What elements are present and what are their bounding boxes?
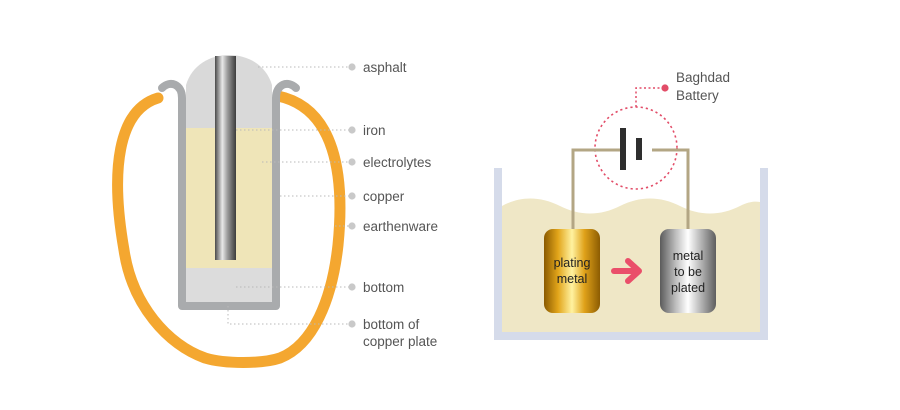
plating-metal-label-line2: metal <box>557 272 588 286</box>
leader-dot <box>348 320 356 328</box>
copper-cylinder <box>158 79 300 310</box>
leader-dot <box>348 192 356 200</box>
label-battery: Battery <box>676 88 719 103</box>
label-copper-plate: copper plate <box>363 334 437 349</box>
battery-callout-line <box>635 87 664 107</box>
baghdad-battery-cross-section <box>112 55 346 368</box>
electroplating-setup: Baghdad Battery plating metal metal to b… <box>494 70 768 340</box>
metal-to-be-plated-label-line2: to be <box>674 265 702 279</box>
battery-labels: asphalt iron electrolytes copper earthen… <box>363 60 438 349</box>
battery-symbol-icon <box>620 128 642 170</box>
leader-dot <box>348 222 356 230</box>
metal-to-be-plated-label-line3: plated <box>671 281 705 295</box>
label-electrolytes: electrolytes <box>363 155 432 170</box>
label-iron: iron <box>363 123 386 138</box>
label-baghdad: Baghdad <box>676 70 730 85</box>
metal-to-be-plated-label-line1: metal <box>673 249 704 263</box>
battery-callout-dot <box>661 84 669 92</box>
label-bottom-of: bottom of <box>363 317 420 332</box>
leader-dot <box>348 158 356 166</box>
label-asphalt: asphalt <box>363 60 407 75</box>
leader-dot <box>348 63 356 71</box>
leader-dot <box>348 126 356 134</box>
label-bottom: bottom <box>363 280 404 295</box>
plating-metal-electrode <box>544 229 600 313</box>
label-earthenware: earthenware <box>363 219 438 234</box>
earthenware-jar <box>112 90 346 368</box>
plating-tank <box>494 168 768 340</box>
bottom-region <box>186 268 272 302</box>
plating-metal-label-line1: plating <box>554 256 591 270</box>
metal-to-be-plated-electrode <box>660 229 716 313</box>
label-copper: copper <box>363 189 405 204</box>
iron-rod <box>215 56 236 260</box>
leader-dot <box>348 283 356 291</box>
leader-lines <box>227 63 356 328</box>
arrow-right-icon <box>611 258 642 284</box>
